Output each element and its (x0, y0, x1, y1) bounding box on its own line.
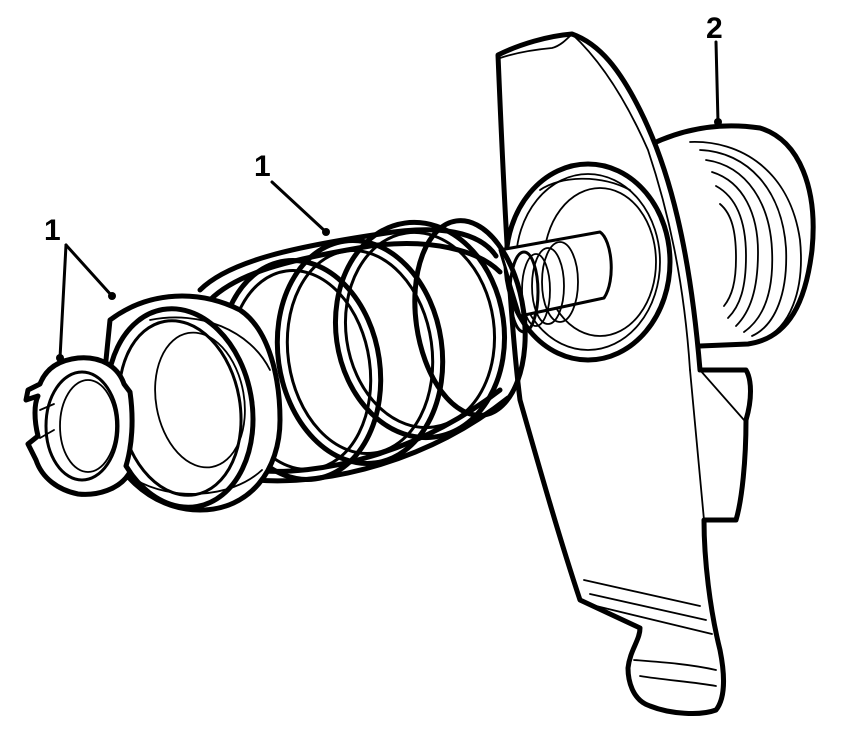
callout-collar: 2 (706, 12, 723, 45)
callout-spring: 1 (254, 150, 271, 183)
collar-assembly (495, 31, 816, 716)
callout-snap-ring: 1 (44, 214, 61, 247)
spring-seat (97, 293, 283, 513)
snap-ring (23, 355, 135, 497)
shaft (498, 230, 613, 334)
leader-lines (56, 40, 722, 362)
